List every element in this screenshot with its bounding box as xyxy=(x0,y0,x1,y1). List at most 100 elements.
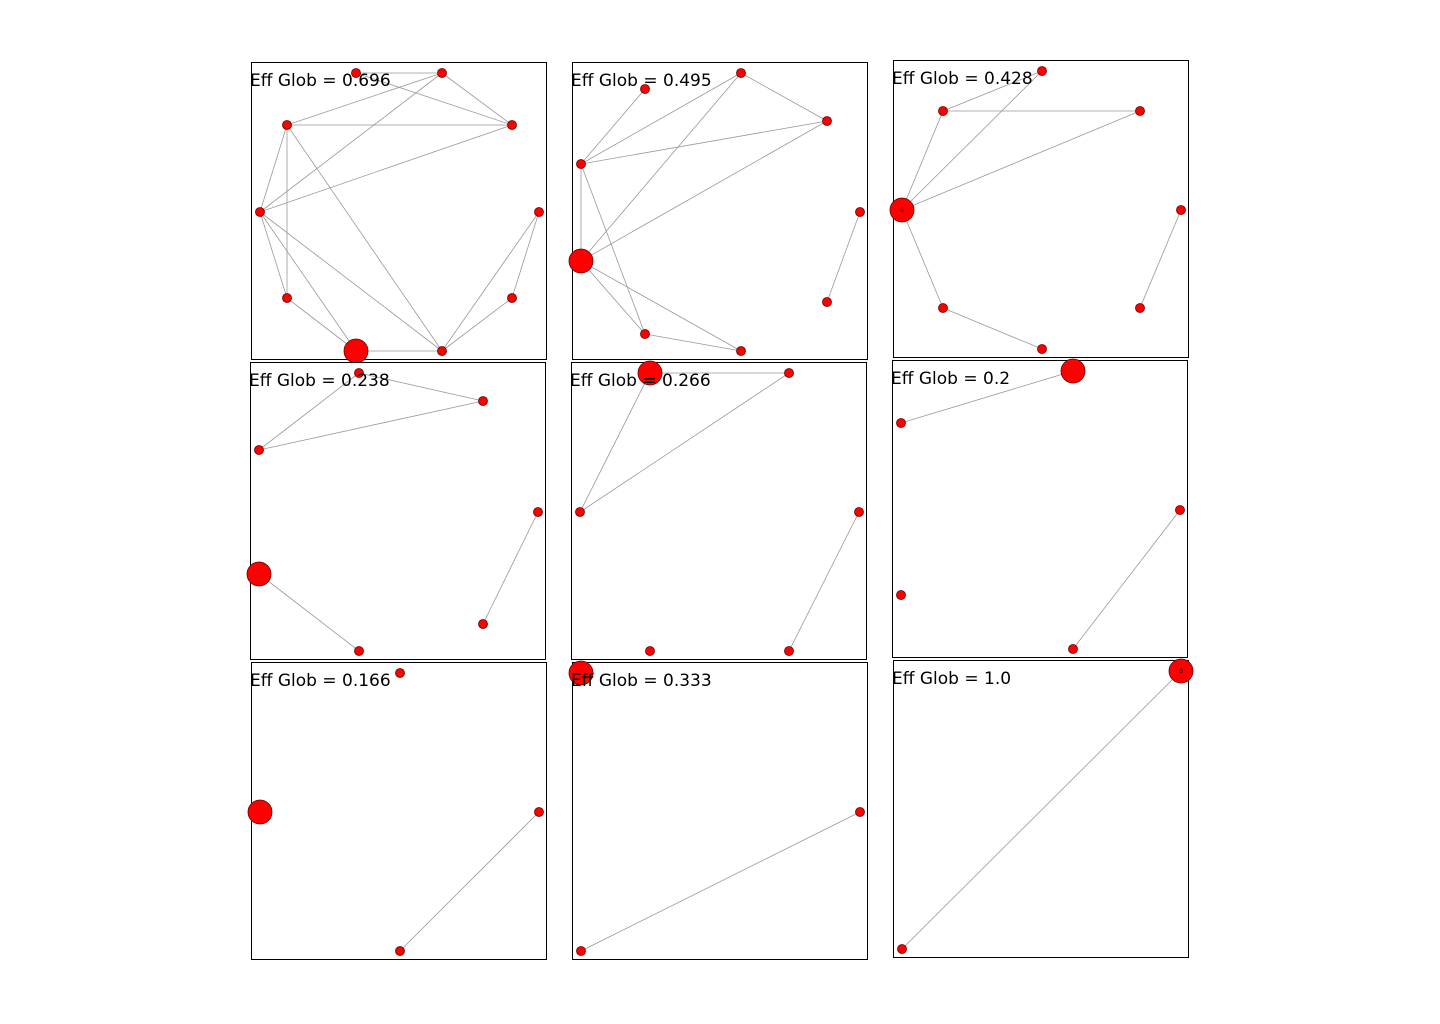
network-graph-4 xyxy=(246,368,543,656)
graph-node-hub xyxy=(637,360,663,386)
graph-node xyxy=(533,507,543,517)
graph-node-hub xyxy=(568,248,594,274)
panel-title-4: Eff Glob = 0.238 xyxy=(249,371,390,391)
graph-edge xyxy=(942,307,1043,350)
graph-edge xyxy=(259,211,357,352)
graph-node xyxy=(736,346,746,356)
network-panel-9: 0 Eff Glob = 1.0 xyxy=(892,658,1194,958)
graph-node xyxy=(437,68,447,78)
graph-node xyxy=(478,396,488,406)
network-panel-6: Eff Glob = 0.2 xyxy=(891,358,1188,658)
graph-node-label: 6 xyxy=(900,207,904,214)
network-panel-5: Eff Glob = 0.266 xyxy=(570,360,867,660)
network-panel-1: Eff Glob = 0.696 xyxy=(250,62,547,364)
graph-node xyxy=(822,297,832,307)
graph-edge xyxy=(826,211,861,303)
network-graph-1 xyxy=(255,68,544,364)
panel-title-8: Eff Glob = 0.333 xyxy=(571,671,712,691)
graph-node xyxy=(255,207,265,217)
graph-edge xyxy=(788,511,860,652)
graph-node xyxy=(507,120,517,130)
graph-node xyxy=(855,207,865,217)
graph-node xyxy=(1037,66,1047,76)
graph-node xyxy=(576,159,586,169)
graph-node xyxy=(855,807,865,817)
network-graph-8 xyxy=(568,660,865,956)
graph-node xyxy=(507,293,517,303)
graph-node xyxy=(254,445,264,455)
network-panel-4: Eff Glob = 0.238 xyxy=(246,362,546,660)
network-panel-2: Eff Glob = 0.495 xyxy=(568,62,868,360)
graph-node xyxy=(1135,106,1145,116)
graph-edge xyxy=(259,211,443,352)
network-graph-6 xyxy=(896,358,1185,654)
graph-node-hub xyxy=(343,338,369,364)
graph-edge xyxy=(259,211,288,299)
graph-edge xyxy=(259,124,288,213)
graph-node xyxy=(395,946,405,956)
graph-edge xyxy=(511,211,540,299)
graph-node-hub xyxy=(889,197,915,223)
network-panel-7: Eff Glob = 0.166 xyxy=(247,662,547,960)
graph-node-hub xyxy=(246,561,272,587)
graph-edge xyxy=(942,70,1043,112)
network-graph-3: 6 xyxy=(889,66,1186,354)
graph-edge xyxy=(579,372,790,513)
graph-edge xyxy=(901,670,1182,950)
panel-title-3: Eff Glob = 0.428 xyxy=(892,69,1033,89)
graph-node xyxy=(534,807,544,817)
graph-node xyxy=(1176,205,1186,215)
graph-node xyxy=(896,418,906,428)
graph-node xyxy=(854,507,864,517)
graph-node xyxy=(938,106,948,116)
graph-node xyxy=(478,619,488,629)
graph-edge xyxy=(355,72,513,126)
graph-edge xyxy=(258,400,484,451)
graph-edge xyxy=(286,297,357,352)
network-panel-8: Eff Glob = 0.333 xyxy=(568,660,868,960)
graph-edge xyxy=(644,333,742,352)
graph-node xyxy=(354,368,364,378)
panel-title-9: Eff Glob = 1.0 xyxy=(892,669,1012,689)
graph-node xyxy=(736,68,746,78)
graph-edge xyxy=(259,72,443,213)
network-graph-2 xyxy=(568,68,865,356)
graph-node-hub xyxy=(1060,358,1086,384)
graph-edge xyxy=(482,511,539,625)
graph-edge xyxy=(258,573,360,652)
graph-node xyxy=(896,590,906,600)
graph-edge xyxy=(580,120,828,262)
graph-edge xyxy=(901,209,944,309)
graph-edge xyxy=(358,372,484,402)
network-graph-9: 0 xyxy=(897,658,1194,954)
network-panel-3: 6 Eff Glob = 0.428 xyxy=(889,60,1189,358)
graph-edge xyxy=(580,163,646,335)
graph-edge xyxy=(580,88,646,165)
panel-title-1: Eff Glob = 0.696 xyxy=(250,71,391,91)
graph-edge xyxy=(580,72,742,165)
graph-node xyxy=(640,84,650,94)
graph-node xyxy=(1068,644,1078,654)
graph-edge xyxy=(1139,209,1182,309)
graph-node xyxy=(822,116,832,126)
graph-edge xyxy=(740,72,828,122)
graph-edge xyxy=(579,372,651,513)
graph-edge xyxy=(259,124,513,213)
graph-node xyxy=(645,646,655,656)
graph-node xyxy=(1037,344,1047,354)
graph-edge xyxy=(580,260,742,352)
graph-node xyxy=(938,303,948,313)
graph-edge xyxy=(901,110,1141,211)
graph-node xyxy=(1175,505,1185,515)
graph-edge xyxy=(1072,509,1181,650)
graph-node xyxy=(534,207,544,217)
graph-edge xyxy=(441,72,513,126)
graph-node-hub xyxy=(247,799,273,825)
graph-edge xyxy=(399,811,540,952)
graph-node xyxy=(897,944,907,954)
graph-edge xyxy=(441,211,540,352)
graph-node xyxy=(395,668,405,678)
graph-edge xyxy=(286,124,443,352)
graph-node-label: 0 xyxy=(1179,668,1183,675)
graph-edge xyxy=(258,372,360,451)
